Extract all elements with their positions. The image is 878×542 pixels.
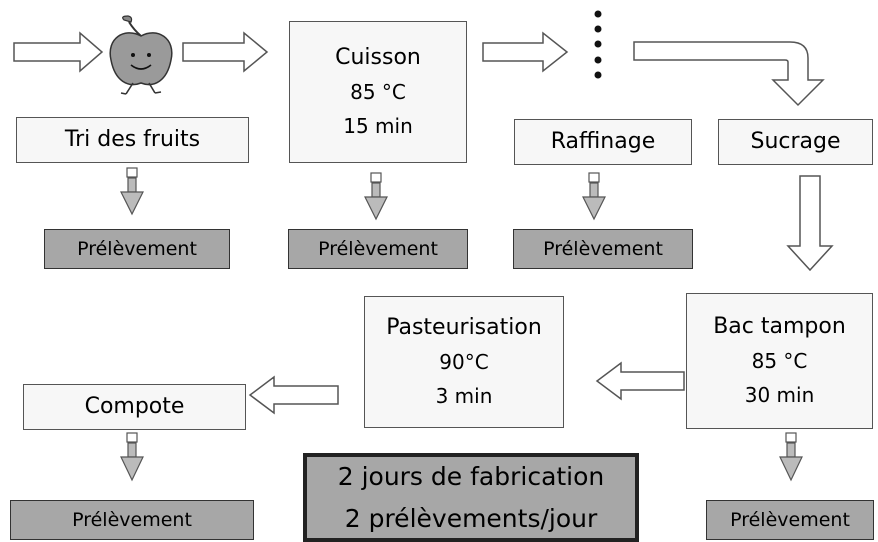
step-sugaring: Sucrage	[718, 119, 873, 165]
continuation-dots	[594, 10, 602, 79]
step-cooking-title: Cuisson	[335, 45, 421, 70]
sample-label: Prélèvement	[77, 238, 197, 260]
arrow-right-2	[182, 31, 269, 73]
info-line-samples: 2 prélèvements/jour	[344, 503, 598, 533]
step-buffer-tank-title: Bac tampon	[713, 314, 846, 339]
sample-label: Prélèvement	[72, 509, 192, 531]
down-arrow-compote	[120, 432, 144, 482]
step-buffer-tank-temp: 85 °C	[751, 349, 808, 373]
left-arrow-1	[595, 361, 685, 401]
bent-arrow	[633, 41, 825, 107]
step-cooking-time: 15 min	[343, 114, 413, 138]
step-refining: Raffinage	[514, 119, 692, 165]
sample-box-buffer-tank: Prélèvement	[706, 500, 874, 540]
down-arrow-sorting	[120, 167, 144, 216]
step-pasteurization-time: 3 min	[435, 384, 493, 408]
down-arrow-buffer-tank	[779, 432, 803, 482]
step-buffer-tank-time: 30 min	[744, 383, 815, 407]
step-cooking: Cuisson 85 °C 15 min	[289, 21, 467, 163]
down-arrow-refining	[582, 172, 606, 221]
left-arrow-2	[248, 375, 339, 415]
apple-icon	[109, 15, 173, 95]
down-arrow-cooking	[364, 172, 388, 221]
step-pasteurization-temp: 90°C	[439, 350, 489, 374]
sample-box-cooking: Prélèvement	[288, 229, 468, 269]
arrow-right-3	[482, 31, 569, 73]
step-refining-label: Raffinage	[550, 129, 656, 154]
step-compote-label: Compote	[84, 394, 185, 419]
step-sorting: Tri des fruits	[16, 117, 249, 163]
step-sugaring-label: Sucrage	[750, 129, 841, 154]
step-pasteurization: Pasteurisation 90°C 3 min	[364, 296, 564, 428]
step-cooking-temp: 85 °C	[350, 80, 406, 104]
sample-box-sorting: Prélèvement	[44, 229, 230, 269]
sample-label: Prélèvement	[543, 238, 663, 260]
sample-label: Prélèvement	[318, 238, 438, 260]
step-sorting-label: Tri des fruits	[64, 127, 201, 152]
sample-label: Prélèvement	[730, 509, 850, 531]
step-compote: Compote	[23, 384, 246, 430]
info-line-days: 2 jours de fabrication	[337, 461, 605, 491]
arrow-right-1	[13, 31, 104, 73]
sample-box-compote: Prélèvement	[10, 500, 254, 540]
step-pasteurization-title: Pasteurisation	[386, 315, 542, 340]
down-arrow-sugaring	[786, 175, 834, 272]
sample-box-refining: Prélèvement	[513, 229, 693, 269]
step-buffer-tank: Bac tampon 85 °C 30 min	[686, 293, 873, 429]
production-info-box: 2 jours de fabrication 2 prélèvements/jo…	[303, 453, 639, 542]
